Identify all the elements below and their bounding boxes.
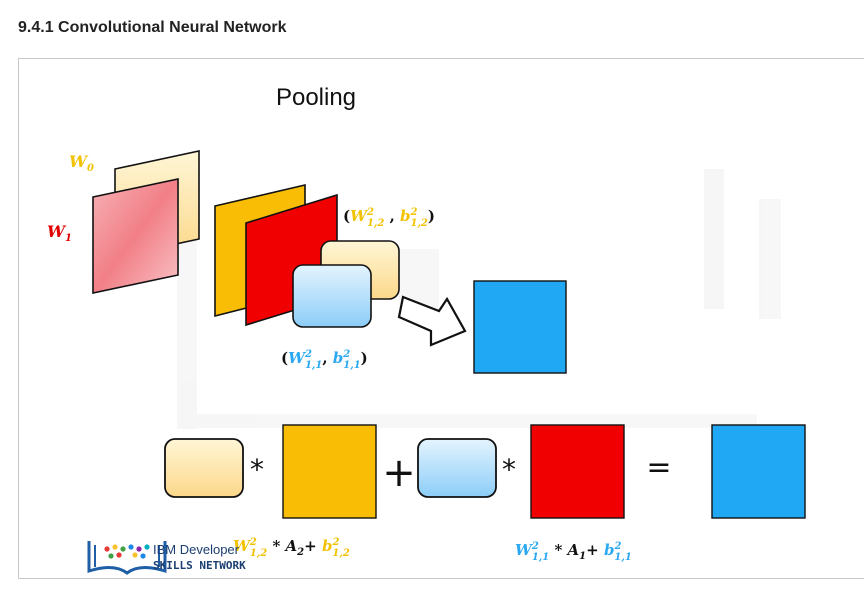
eq-output-square <box>711 424 806 519</box>
eq-multiply-2: * <box>502 453 516 486</box>
arrow-right-icon <box>397 295 467 347</box>
eq-kernel-yellow <box>164 438 244 498</box>
kernel-light-blue <box>292 264 372 328</box>
eq-plus: + <box>382 450 416 496</box>
svg-text:IBM Developer: IBM Developer <box>153 542 240 557</box>
section-heading: 9.4.1 Convolutional Neural Network <box>18 19 287 36</box>
svg-text:SKILLS NETWORK: SKILLS NETWORK <box>153 559 246 572</box>
output-square <box>473 280 567 374</box>
eq-equals: = <box>646 450 671 485</box>
eq-map-red <box>530 424 625 519</box>
ibm-skills-network-logo: IBM Developer SKILLS NETWORK <box>87 541 246 575</box>
slide-title: Pooling <box>276 84 356 111</box>
eq-map-orange <box>282 424 377 519</box>
w0-label: W0 <box>69 152 94 174</box>
eq-multiply-1: * <box>250 453 264 486</box>
eq-kernel-blue <box>417 438 497 498</box>
kernel-w1 <box>92 178 179 294</box>
w1-label: W1 <box>47 222 72 244</box>
